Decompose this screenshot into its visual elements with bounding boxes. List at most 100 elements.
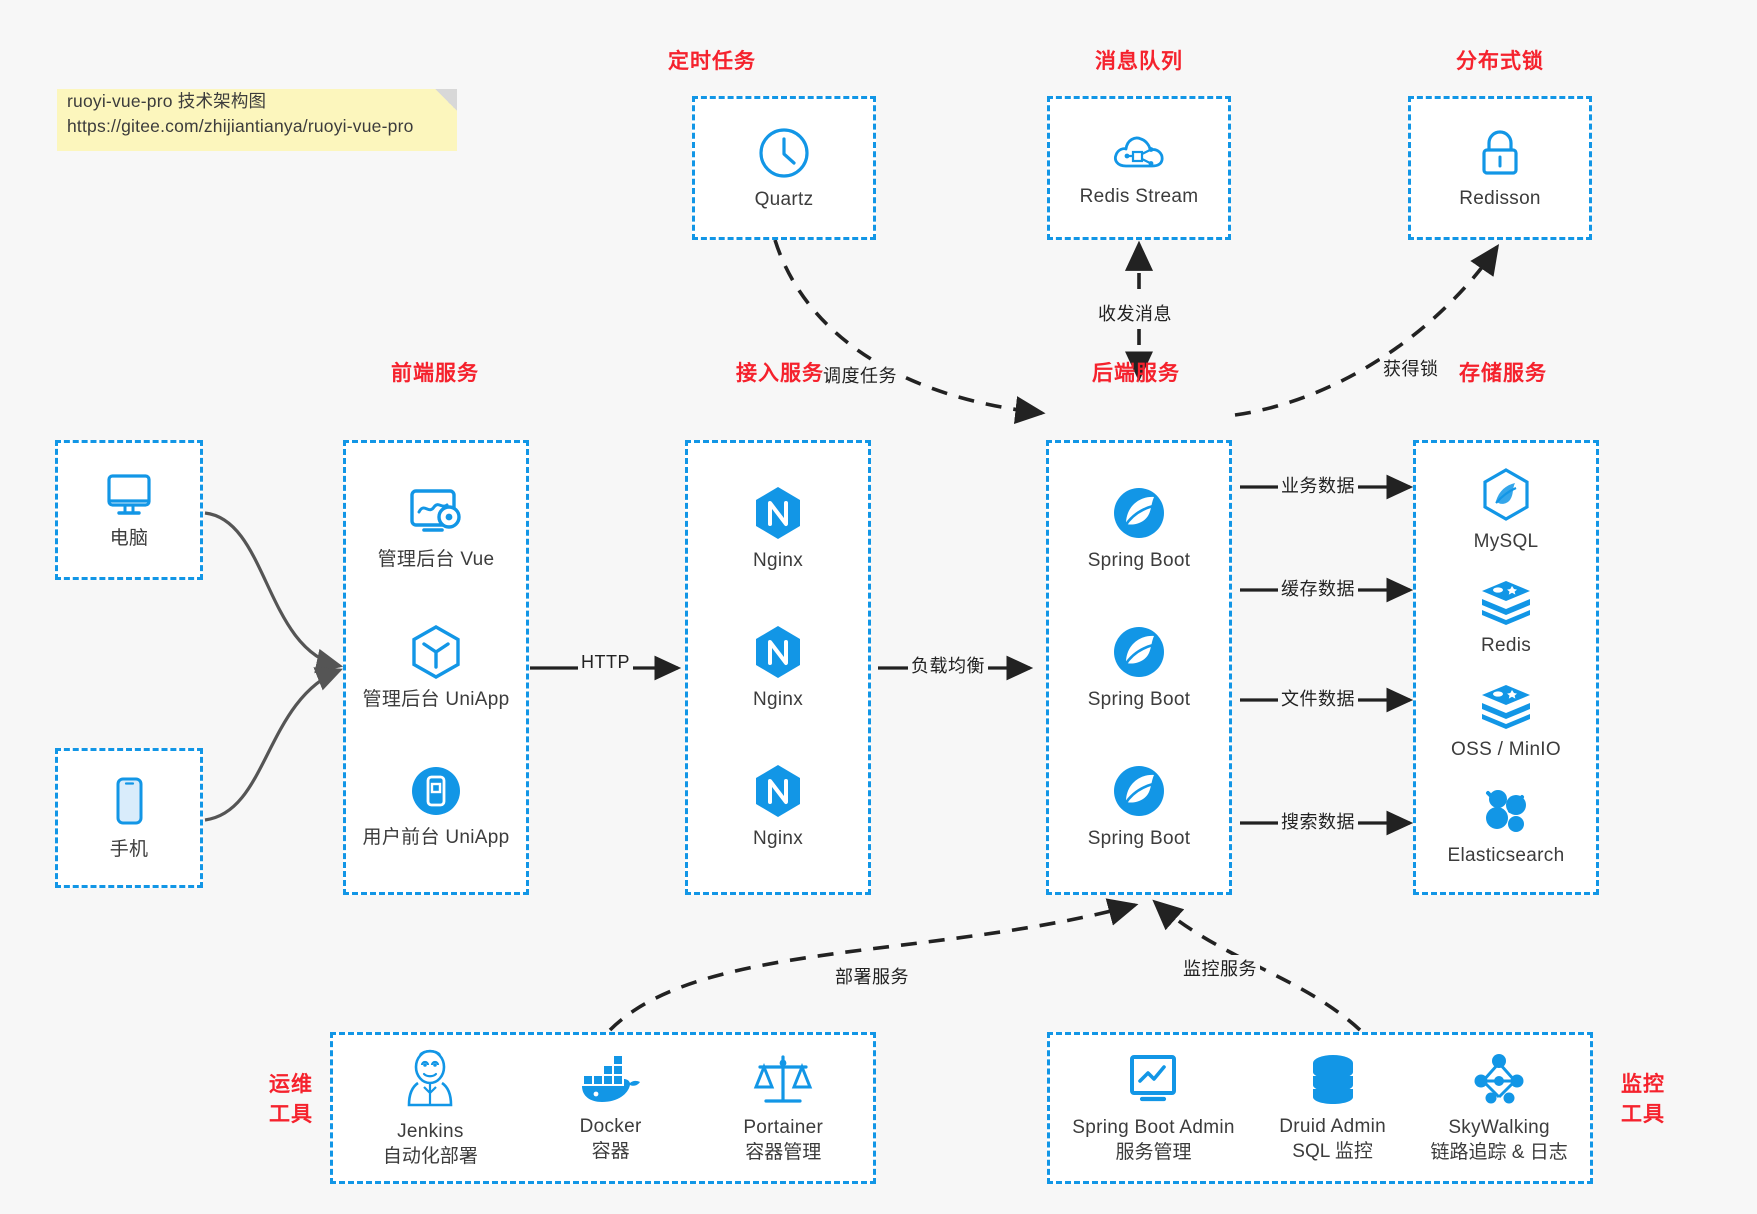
node-phone[interactable]: 手机: [108, 775, 150, 862]
dashboard-gear-icon: [406, 485, 466, 541]
node-label: Spring Boot Admin: [1072, 1117, 1235, 1138]
spring-leaf-icon: [1110, 762, 1168, 820]
node-skywalking[interactable]: SkyWalking 链路追踪 & 日志: [1430, 1051, 1568, 1165]
group-box-devops: Jenkins 自动化部署 Docker 容器: [330, 1032, 876, 1184]
node-nginx-1[interactable]: Nginx: [750, 484, 806, 573]
chart-monitor-icon: [1122, 1051, 1184, 1109]
node-label: 管理后台 UniApp: [362, 688, 510, 710]
node-elasticsearch[interactable]: Elasticsearch: [1448, 785, 1565, 868]
node-label: OSS / MinIO: [1451, 739, 1561, 761]
edge-label-deploy-service: 部署服务: [832, 963, 912, 989]
node-oss-minio[interactable]: OSS / MinIO: [1451, 681, 1561, 762]
phone-icon: [108, 775, 150, 831]
edge-label-file-data: 文件数据: [1278, 685, 1358, 711]
group-title-storage: 存储服务: [1459, 362, 1547, 385]
lock-icon: [1474, 126, 1526, 180]
node-label: 手机: [109, 838, 149, 860]
group-title-frontend: 前端服务: [391, 362, 479, 385]
node-label: 管理后台 Vue: [377, 548, 495, 570]
group-box-gateway: Nginx Nginx Nginx: [685, 440, 871, 895]
node-label: Redis: [1480, 634, 1532, 656]
spring-leaf-icon: [1110, 623, 1168, 681]
group-title-monitor: 监控 工具: [1608, 1070, 1678, 1130]
node-spring-boot-3[interactable]: Spring Boot: [1088, 762, 1191, 851]
node-sublabel: 链路追踪 & 日志: [1430, 1142, 1568, 1163]
node-spring-boot-2[interactable]: Spring Boot: [1088, 623, 1191, 712]
node-redis-stream[interactable]: Redis Stream: [1080, 128, 1199, 209]
group-box-frontend: 管理后台 Vue 管理后台 UniApp 用户前台 UniApp: [343, 440, 529, 895]
node-label: 用户前台 UniApp: [362, 827, 510, 849]
group-title-devops-line1: 运维: [269, 1073, 313, 1096]
node-sublabel: SQL 监控: [1292, 1141, 1373, 1162]
edge-label-send-receive-message: 收发消息: [1095, 300, 1175, 326]
edge-label-monitor-service: 监控服务: [1180, 955, 1260, 981]
group-box-distributed-lock: Redisson: [1408, 96, 1592, 240]
node-docker[interactable]: Docker 容器: [578, 1052, 644, 1164]
node-label: Nginx: [752, 550, 804, 571]
group-box-client-computer: 电脑: [55, 440, 203, 580]
database-icon: [1304, 1052, 1362, 1108]
node-sublabel: 容器: [591, 1141, 630, 1162]
node-spring-boot-admin[interactable]: Spring Boot Admin 服务管理: [1072, 1051, 1234, 1165]
node-label: Spring Boot: [1087, 689, 1191, 710]
node-computer[interactable]: 电脑: [101, 470, 157, 551]
node-label: Docker: [579, 1116, 642, 1137]
node-quartz[interactable]: Quartz: [755, 125, 814, 212]
group-title-scheduled-task: 定时任务: [668, 50, 756, 73]
redis-stack-icon: [1478, 681, 1534, 731]
edge-label-schedule-task: 调度任务: [820, 362, 900, 388]
group-box-scheduled-task: Quartz: [692, 96, 876, 240]
nginx-icon: [750, 623, 806, 681]
monitor-icon: [101, 470, 157, 520]
scales-icon: [752, 1051, 814, 1109]
node-user-uniapp[interactable]: 用户前台 UniApp: [363, 763, 510, 850]
group-box-client-phone: 手机: [55, 748, 203, 888]
node-nginx-3[interactable]: Nginx: [750, 762, 806, 851]
node-nginx-2[interactable]: Nginx: [750, 623, 806, 712]
node-label: Elasticsearch: [1447, 845, 1565, 867]
node-mysql[interactable]: MySQL: [1474, 467, 1539, 554]
node-label: Spring Boot: [1087, 550, 1191, 571]
node-sublabel: 服务管理: [1115, 1142, 1192, 1163]
node-admin-vue[interactable]: 管理后台 Vue: [378, 485, 495, 572]
group-title-message-queue: 消息队列: [1095, 50, 1183, 73]
node-label: Druid Admin: [1279, 1116, 1386, 1137]
edge-label-search-data: 搜索数据: [1278, 808, 1358, 834]
group-box-message-queue: Redis Stream: [1047, 96, 1231, 240]
group-box-monitor: Spring Boot Admin 服务管理 Druid Admin SQL 监…: [1047, 1032, 1593, 1184]
edge-backend-to-redisson: [1234, 244, 1500, 417]
group-title-monitor-line2: 工具: [1621, 1103, 1665, 1126]
node-redisson[interactable]: Redisson: [1459, 126, 1541, 211]
group-title-distributed-lock: 分布式锁: [1456, 50, 1544, 73]
node-admin-uniapp[interactable]: 管理后台 UniApp: [363, 623, 510, 712]
node-jenkins[interactable]: Jenkins 自动化部署: [383, 1047, 478, 1169]
node-spring-boot-1[interactable]: Spring Boot: [1088, 484, 1191, 573]
jenkins-butler-icon: [398, 1047, 462, 1113]
group-title-devops-line2: 工具: [269, 1103, 313, 1126]
clock-icon: [756, 125, 812, 181]
node-druid-admin[interactable]: Druid Admin SQL 监控: [1279, 1052, 1386, 1164]
node-label: Redis Stream: [1079, 185, 1199, 207]
note-fold-corner: [435, 89, 457, 111]
group-title-backend: 后端服务: [1092, 362, 1180, 385]
cloud-stream-icon: [1110, 128, 1168, 178]
node-label: Spring Boot: [1087, 828, 1191, 849]
node-label: Nginx: [752, 828, 804, 849]
node-portainer[interactable]: Portainer 容器管理: [743, 1051, 823, 1165]
edge-label-load-balance: 负载均衡: [908, 652, 988, 678]
mobile-app-icon: [408, 763, 464, 819]
node-label: Portainer: [743, 1117, 824, 1138]
edge-label-business-data: 业务数据: [1278, 472, 1358, 498]
docker-whale-icon: [578, 1052, 644, 1108]
spring-leaf-icon: [1110, 484, 1168, 542]
node-label: Nginx: [752, 689, 804, 710]
nginx-icon: [750, 484, 806, 542]
note-card: ruoyi-vue-pro 技术架构图 https://gitee.com/zh…: [57, 89, 457, 151]
group-title-gateway: 接入服务: [736, 362, 824, 385]
edge-phone-to-frontend: [204, 667, 343, 822]
edge-label-http: HTTP: [578, 652, 633, 673]
node-redis[interactable]: Redis: [1478, 577, 1534, 658]
node-label: MySQL: [1473, 530, 1539, 552]
skywalking-icon: [1469, 1051, 1529, 1109]
